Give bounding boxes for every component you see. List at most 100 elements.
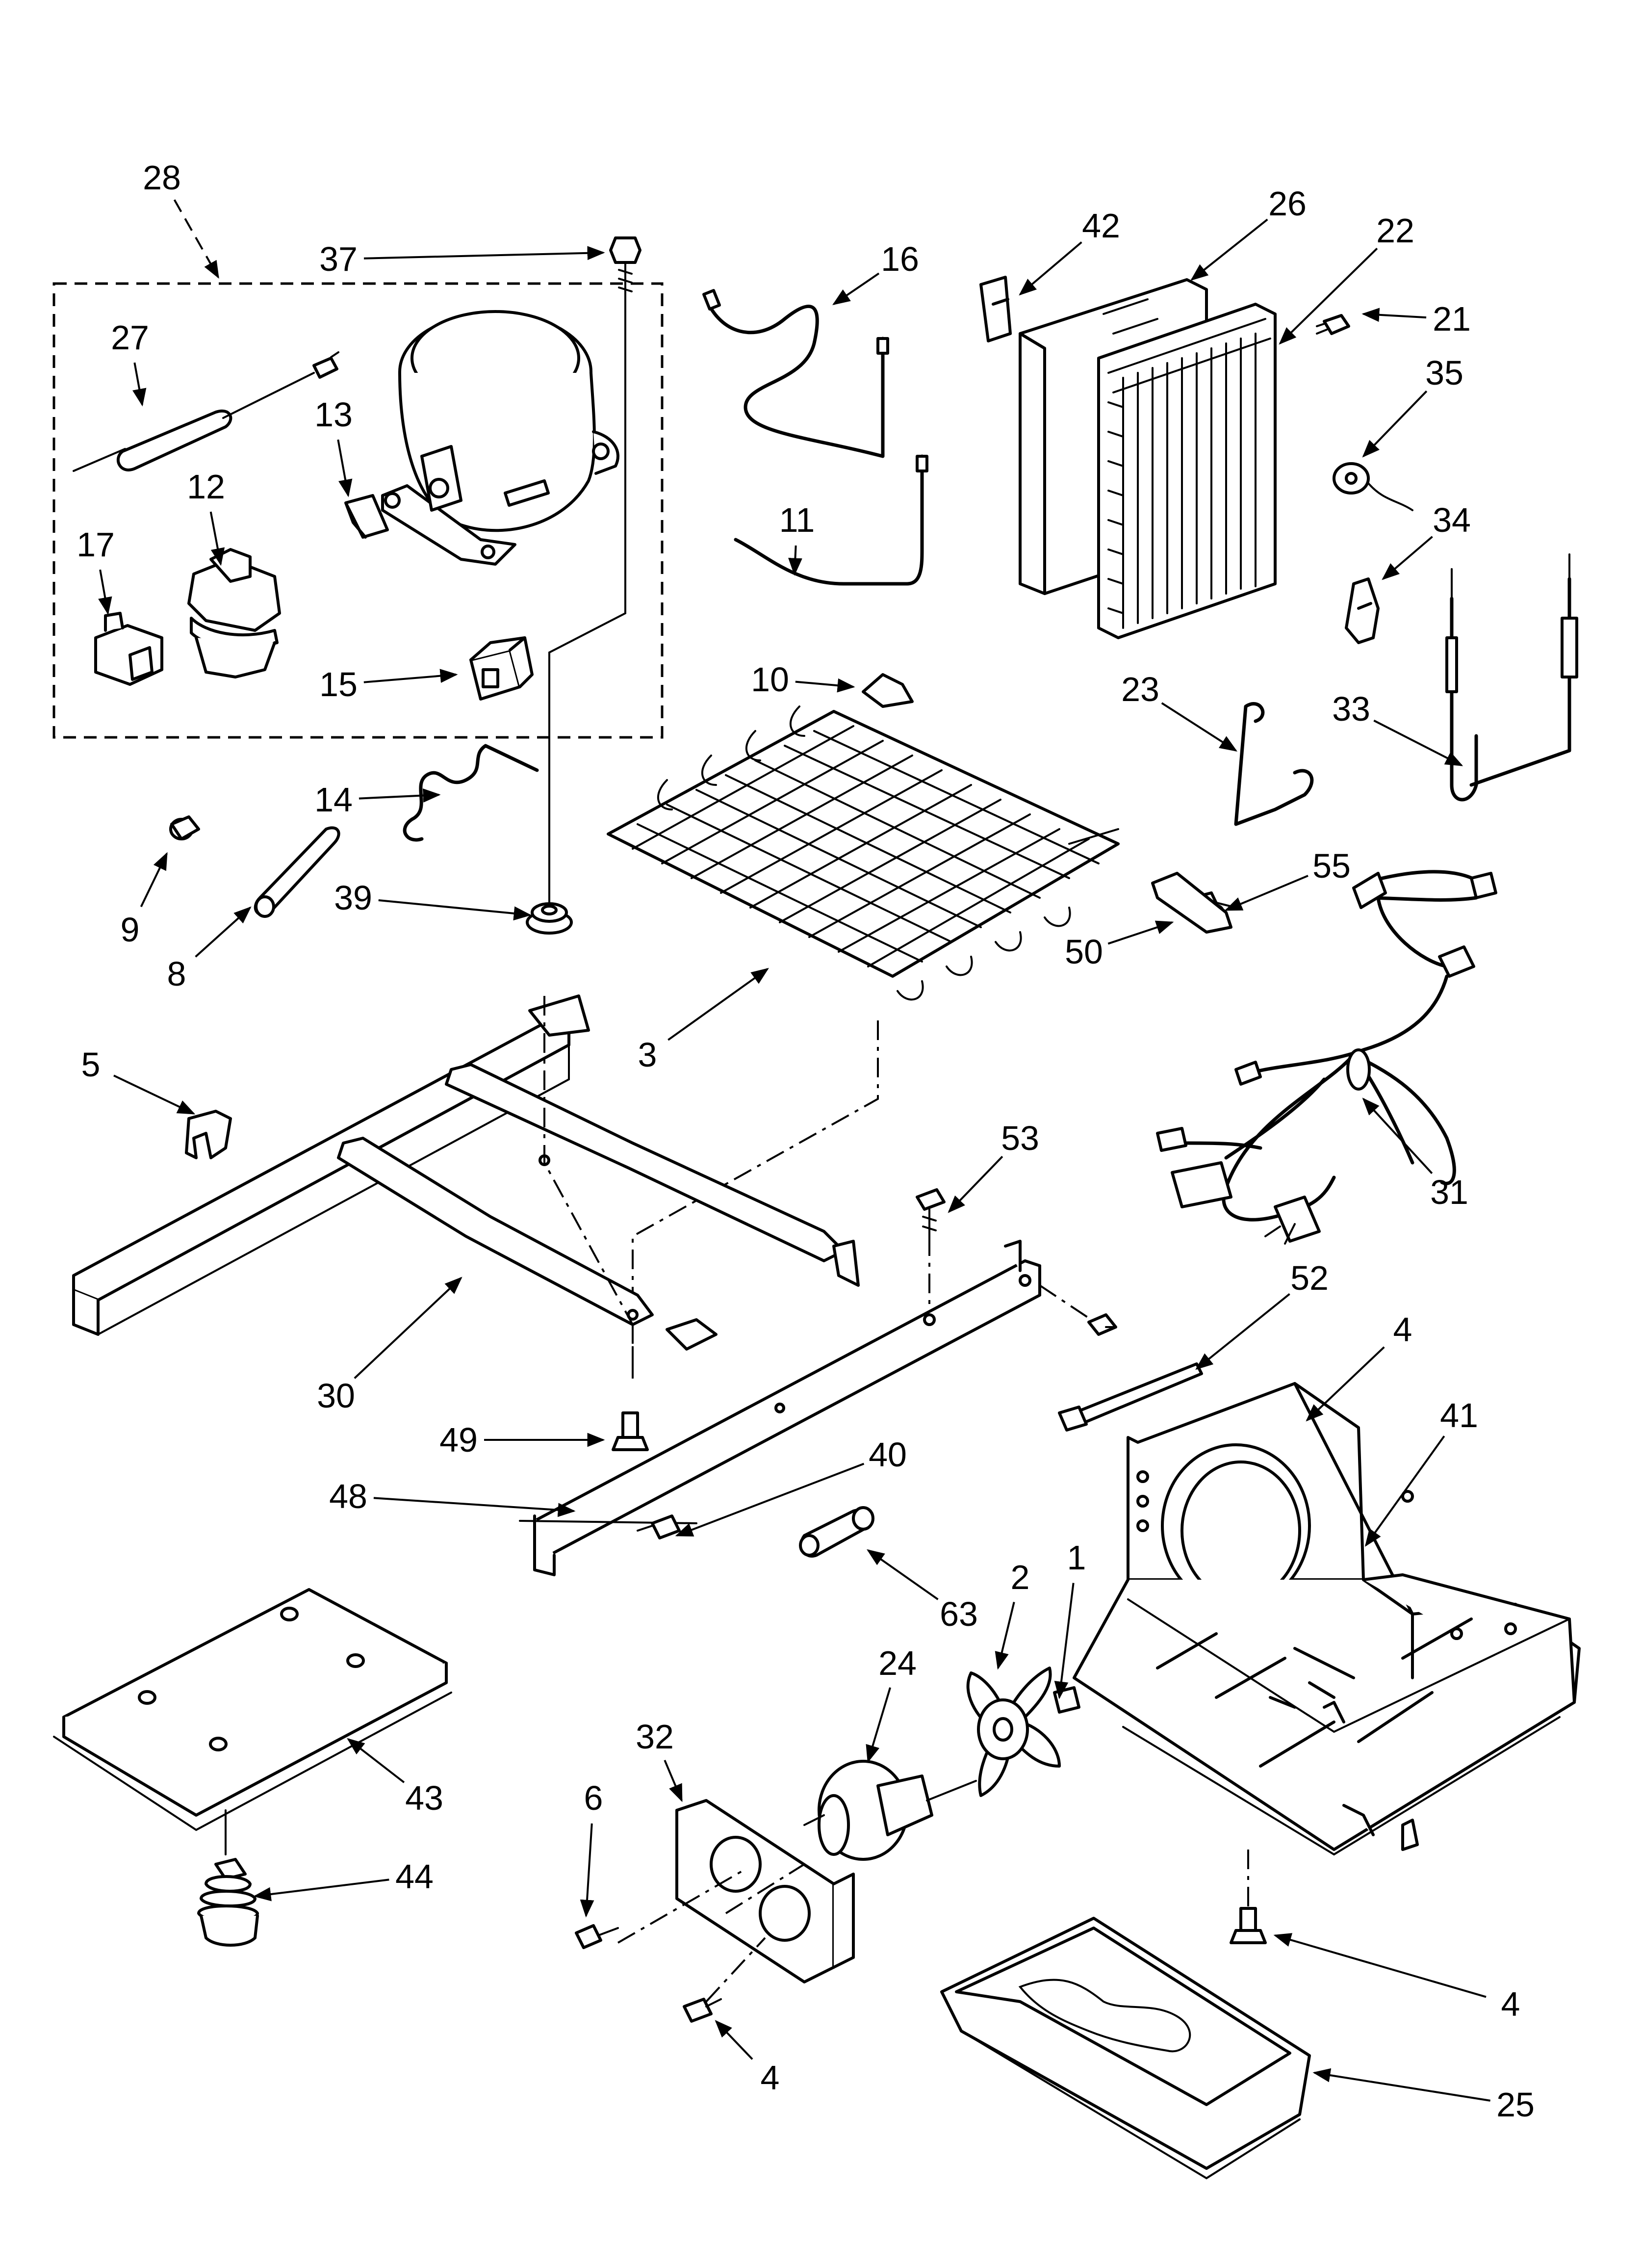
callout-label: 34 (1433, 501, 1471, 539)
sensor-35 (1333, 462, 1413, 511)
callout-label: 9 (121, 911, 140, 949)
leader-c43 (347, 1738, 405, 1783)
callout-label: 50 (1065, 933, 1103, 971)
leader-c50 (1107, 920, 1174, 945)
leader-c23 (1161, 702, 1238, 752)
callout-label: 16 (881, 240, 919, 278)
callout-label: 4 (1501, 1985, 1520, 2023)
leader-c12 (209, 511, 225, 566)
bracket-10 (862, 673, 914, 708)
leader-c48 (373, 1497, 576, 1517)
leader-c9 (140, 852, 168, 908)
callout-label: 14 (314, 781, 353, 819)
compressor-assembly-box (52, 282, 664, 739)
callout-label: 41 (1440, 1396, 1478, 1434)
callout-label: 31 (1430, 1173, 1468, 1211)
callout-label: 3 (638, 1036, 657, 1074)
clip-42 (979, 276, 1012, 342)
relay-12 (187, 548, 281, 678)
callout-label: 42 (1082, 207, 1120, 245)
leader-c15 (363, 669, 458, 683)
drier-filter-27 (73, 351, 339, 472)
callout-leaders (98, 199, 1490, 2102)
callout-label: 37 (319, 240, 358, 278)
tube-16 (704, 297, 885, 458)
callout-label: 1 (1067, 1538, 1086, 1577)
leader-c8 (195, 906, 252, 958)
grommet-39 (526, 902, 573, 935)
callout-label: 63 (940, 1595, 978, 1633)
leader-c1 (1054, 1583, 1075, 1699)
callout-label: 30 (317, 1377, 355, 1415)
fan-blade-2 (966, 1667, 1061, 1797)
leader-c42 (1019, 241, 1082, 296)
leader-c63 (867, 1549, 939, 1600)
fan-motor-24 (803, 1760, 977, 1861)
leader-c4c (715, 2020, 753, 2060)
rail-48 (519, 1240, 1100, 1576)
leader-c21 (1361, 308, 1427, 322)
leader-c26 (1190, 218, 1268, 281)
leader-c35 (1362, 390, 1428, 458)
leader-c40 (675, 1462, 865, 1537)
evaporator-3 (607, 705, 1120, 1379)
overload-clip-13 (344, 494, 389, 539)
leader-c5 (113, 1074, 196, 1115)
leader-c2 (995, 1602, 1015, 1670)
compressor (381, 310, 619, 566)
fan-nut-1 (1053, 1686, 1080, 1714)
overload-17 (94, 612, 163, 686)
callout-label: 32 (636, 1718, 674, 1756)
leader-c30 (354, 1277, 462, 1379)
tube-11 (734, 454, 924, 586)
leader-c34 (1382, 536, 1433, 580)
tube-33 (1445, 553, 1578, 802)
callout-label: 48 (329, 1477, 367, 1515)
leader-c13 (337, 439, 353, 497)
leader-c31 (1362, 1097, 1433, 1174)
condenser-22 (1097, 303, 1277, 639)
leader-c6 (580, 1823, 594, 1918)
clip-34 (1345, 577, 1380, 644)
screw-49 (612, 1411, 649, 1451)
callout-label: 28 (143, 158, 181, 197)
leader-c25 (1312, 2068, 1490, 2102)
callout-label: 24 (878, 1644, 917, 1682)
callout-label: 43 (405, 1779, 443, 1817)
callout-label: 52 (1290, 1259, 1329, 1297)
leader-c53 (948, 1155, 1003, 1213)
screw-40-right (1087, 1313, 1117, 1336)
callout-label: 26 (1268, 184, 1307, 223)
callout-label: 17 (77, 525, 115, 564)
screw-40 (637, 1514, 681, 1539)
callout-label: 33 (1332, 690, 1370, 728)
callout-label: 11 (779, 501, 815, 539)
leader-c22 (1279, 247, 1378, 345)
callout-label: 22 (1376, 211, 1414, 250)
callout-label: 5 (81, 1045, 101, 1084)
callout-label: 25 (1496, 2086, 1535, 2124)
leader-c17 (98, 569, 112, 615)
insulation-8 (254, 826, 340, 918)
leveler-44 (197, 1858, 259, 1947)
callout-label: 8 (167, 955, 186, 993)
heater-wire-14 (403, 744, 539, 842)
leader-c16 (832, 272, 880, 306)
leader-c39 (378, 899, 532, 921)
screw-21 (1316, 314, 1350, 335)
callout-label: 23 (1121, 670, 1159, 708)
drain-pan-25 (940, 1917, 1311, 2180)
callout-label: 55 (1312, 847, 1351, 885)
screw-4-right (1230, 1850, 1267, 1944)
tube-insert-9 (169, 815, 200, 840)
wire-harness-31 (1156, 870, 1497, 1245)
cover-panel-43 (53, 1588, 452, 1855)
callout-label: 13 (314, 395, 353, 434)
leader-c4b (1273, 1933, 1487, 1998)
screw-4-bottom (683, 1998, 722, 2023)
leader-c10 (795, 678, 855, 693)
callout-label: 4 (761, 2059, 780, 2097)
clip-5 (185, 1110, 232, 1159)
